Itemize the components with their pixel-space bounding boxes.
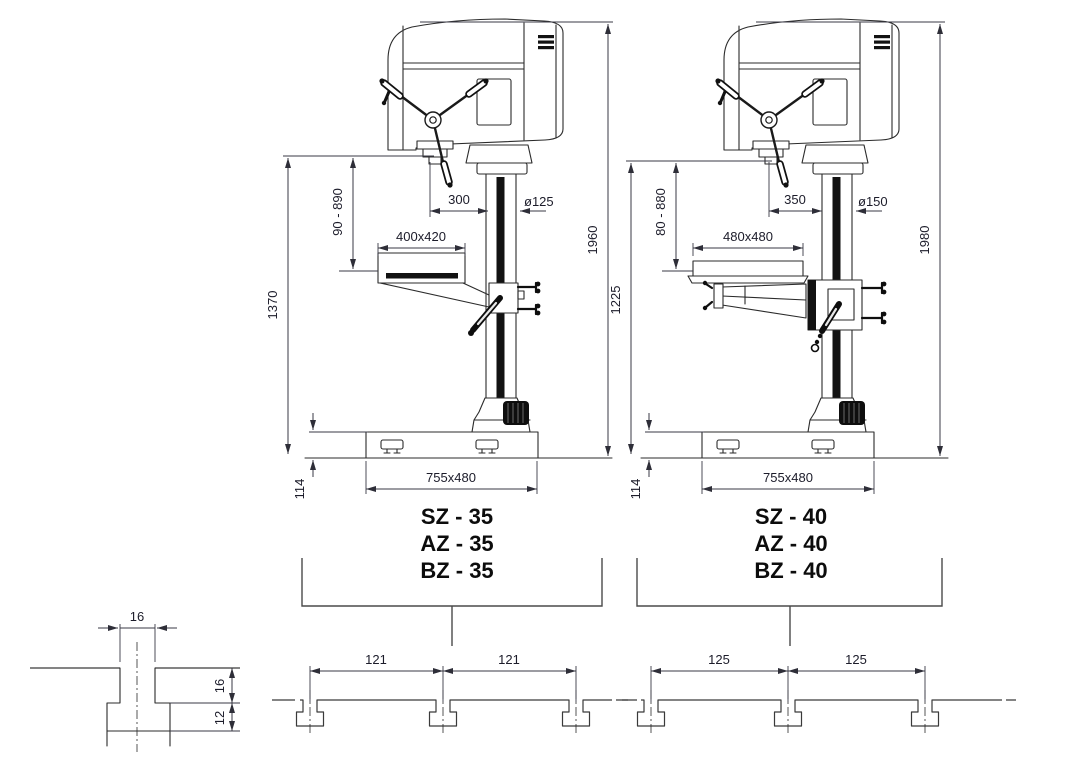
dim-slot-depth: 16	[212, 679, 227, 693]
dim-column-dia-left: ø125	[524, 194, 554, 209]
table-right	[692, 260, 804, 277]
dim-stroke-right: 80 - 880	[653, 188, 668, 236]
machine-right-drawing	[641, 19, 948, 458]
model-labels-left: SZ - 35 AZ - 35 BZ - 35	[420, 504, 493, 583]
dim-overall-height-right: 1980	[917, 226, 932, 255]
dim-slot-width: 16	[130, 609, 144, 624]
dim-spindle-height-left: 1370	[265, 291, 280, 320]
dim-undercut-depth: 12	[212, 711, 227, 725]
tslot-pitch-view-right: 125 125	[622, 652, 1016, 734]
dim-slot-pitch-right-2: 125	[845, 652, 867, 667]
model-sz40: SZ - 40	[755, 504, 827, 529]
machine-right-dimensions: 1980 1225 80 - 880 350 ø150 480x480 755x…	[608, 21, 945, 500]
dim-spindle-height-right: 1225	[608, 286, 623, 315]
dim-base-height-left: 114	[292, 479, 307, 500]
dim-throat-right: 350	[784, 192, 806, 207]
dim-stroke-left: 90 - 890	[330, 188, 345, 236]
model-az40: AZ - 40	[754, 531, 827, 556]
dim-table-size-right: 480x480	[723, 229, 773, 244]
dim-base-size-right: 755x480	[763, 470, 813, 485]
tslot-section-detail: 16 16 12	[30, 609, 240, 752]
model-bz35: BZ - 35	[420, 558, 493, 583]
dim-overall-height-left: 1960	[585, 226, 600, 255]
model-az35: AZ - 35	[420, 531, 493, 556]
dim-throat-left: 300	[448, 192, 470, 207]
dim-column-dia-right: ø150	[858, 194, 888, 209]
dim-base-size-left: 755x480	[426, 470, 476, 485]
tslot-pitch-view-left: 121 121	[272, 652, 628, 734]
dim-slot-pitch-left-1: 121	[365, 652, 387, 667]
machine-left-dimensions: 1960 1370 90 - 890 300 ø125 400x420 755x…	[265, 21, 613, 500]
dim-base-height-right: 114	[628, 479, 643, 500]
model-sz35: SZ - 35	[421, 504, 493, 529]
model-labels-right: SZ - 40 AZ - 40 BZ - 40	[754, 504, 827, 583]
dim-slot-pitch-right-1: 125	[708, 652, 730, 667]
model-bz40: BZ - 40	[754, 558, 827, 583]
dim-slot-pitch-left-2: 121	[498, 652, 520, 667]
dim-table-size-left: 400x420	[396, 229, 446, 244]
machine-left-drawing	[305, 19, 612, 458]
